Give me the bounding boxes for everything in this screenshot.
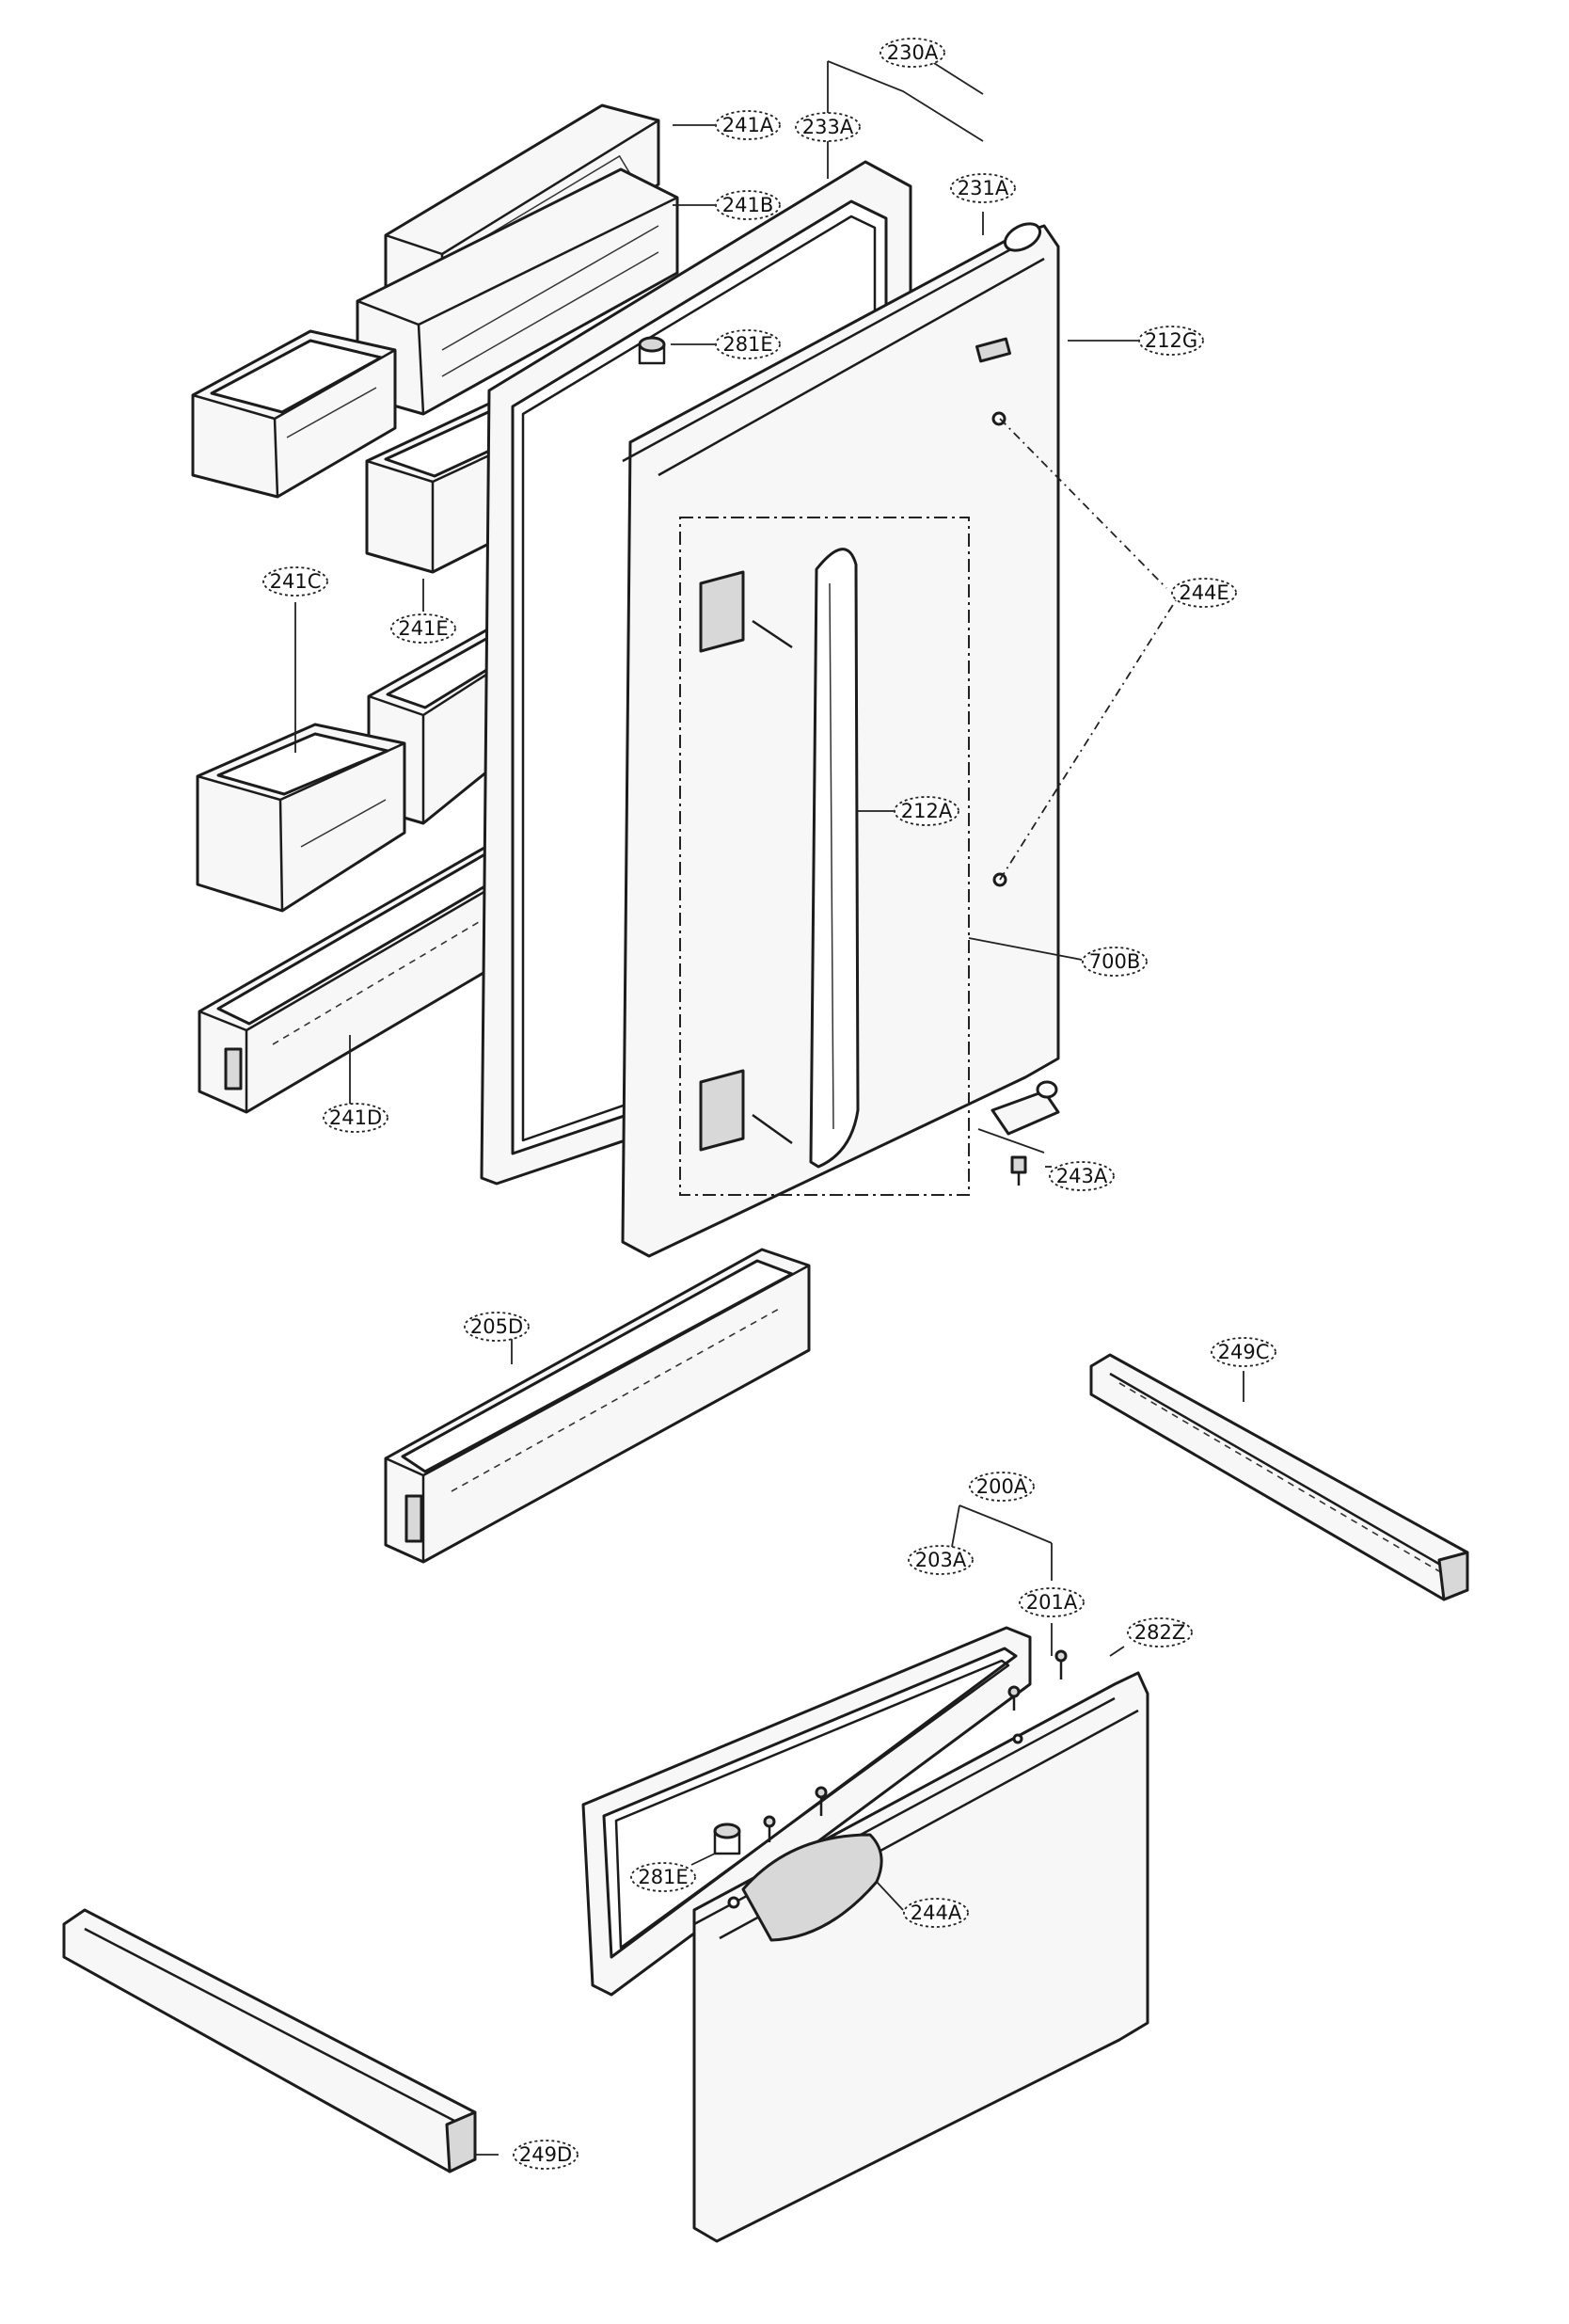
callout-233A: 233A — [795, 112, 861, 142]
part-231A-refrigerator-door — [621, 222, 1060, 1258]
svg-text:241C: 241C — [270, 570, 322, 593]
callout-244A: 244A — [903, 1898, 969, 1928]
callout-241E: 241E — [390, 613, 456, 644]
part-281E-bushing-bottom — [713, 1823, 741, 1855]
callout-241C: 241C — [262, 566, 328, 597]
callout-243A: 243A — [1049, 1161, 1115, 1191]
callout-281E-bottom: 281E — [630, 1862, 696, 1892]
svg-text:203A: 203A — [915, 1549, 967, 1571]
callout-241D: 241D — [323, 1103, 388, 1133]
callout-241B: 241B — [715, 190, 781, 220]
callout-249C: 249C — [1211, 1337, 1276, 1367]
svg-text:244A: 244A — [911, 1902, 962, 1924]
callout-201A: 201A — [1019, 1587, 1085, 1617]
callout-244E: 244E — [1171, 578, 1237, 608]
svg-text:241A: 241A — [722, 114, 774, 136]
svg-text:241B: 241B — [722, 194, 774, 216]
svg-text:281E: 281E — [722, 333, 772, 356]
callout-203A: 203A — [908, 1545, 974, 1575]
svg-text:230A: 230A — [887, 41, 939, 64]
svg-text:244E: 244E — [1179, 581, 1228, 604]
part-249C-rail — [1089, 1353, 1469, 1601]
svg-text:231A: 231A — [958, 177, 1009, 199]
part-201A-drawer-front — [692, 1671, 1149, 2243]
svg-text:200A: 200A — [976, 1475, 1028, 1498]
part-241C-small-bin-lower — [196, 723, 406, 913]
part-203A-drawer-gasket — [581, 1626, 1032, 1997]
callout-212A: 212A — [894, 796, 959, 826]
svg-text:249C: 249C — [1218, 1341, 1270, 1363]
svg-text:243A: 243A — [1056, 1165, 1108, 1187]
callout-700B: 700B — [1082, 947, 1148, 977]
leader-lines — [294, 57, 1244, 2156]
svg-text:241D: 241D — [329, 1106, 382, 1129]
svg-text:201A: 201A — [1026, 1591, 1078, 1614]
callout-200A: 200A — [969, 1472, 1035, 1502]
part-241B-door-bin — [356, 167, 679, 416]
svg-text:233A: 233A — [802, 116, 854, 138]
part-249D-rail — [62, 1908, 477, 2173]
svg-text:212A: 212A — [901, 800, 953, 822]
callout-282Z: 282Z — [1127, 1617, 1193, 1647]
callout-281E-top: 281E — [715, 329, 781, 359]
callout-212G: 212G — [1138, 326, 1204, 356]
part-282Z-screws — [763, 1649, 1068, 1842]
callout-230A: 230A — [880, 38, 945, 68]
svg-text:205D: 205D — [470, 1315, 523, 1338]
svg-text:212G: 212G — [1145, 329, 1197, 352]
part-241C-small-bin-upper — [191, 329, 397, 499]
svg-text:249D: 249D — [519, 2143, 572, 2166]
callout-231A: 231A — [950, 173, 1016, 203]
part-281E-bushing-top — [638, 336, 666, 365]
part-243A-hinge — [991, 1080, 1060, 1186]
callout-241A: 241A — [715, 110, 781, 140]
callout-205D: 205D — [464, 1312, 530, 1342]
callout-249D: 249D — [513, 2140, 578, 2170]
part-205D-long-door-bin — [384, 1248, 811, 1564]
svg-text:282Z: 282Z — [1134, 1621, 1185, 1644]
svg-text:281E: 281E — [638, 1866, 688, 1888]
svg-text:700B: 700B — [1089, 950, 1141, 973]
svg-text:241E: 241E — [398, 617, 448, 640]
